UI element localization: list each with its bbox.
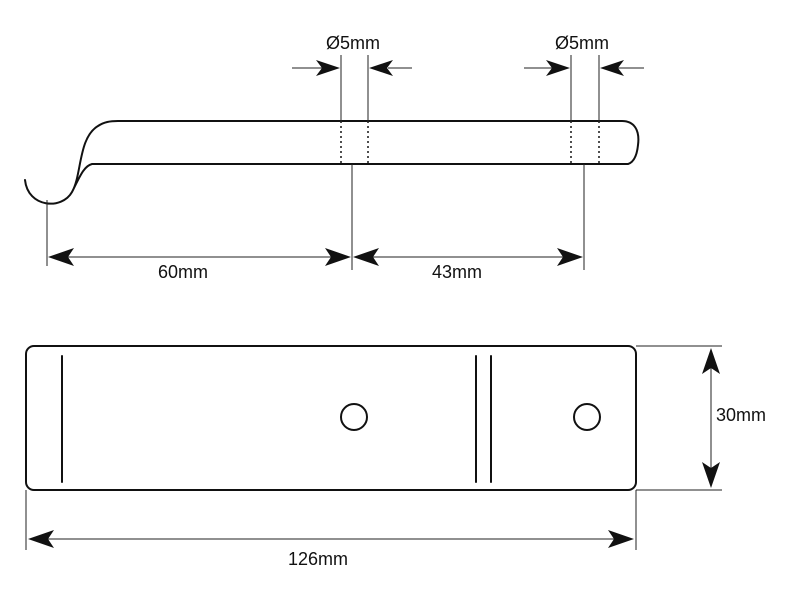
- dim-60-arrow-left: [48, 248, 74, 266]
- bracket-side-profile: [24, 120, 640, 205]
- hole-right-arrow-right: [600, 60, 624, 76]
- hole-left-arrow-left: [316, 60, 340, 76]
- hole-left-diameter-label: Ø5mm: [326, 33, 380, 53]
- dim-43-arrow-left: [353, 248, 379, 266]
- hole-left-arrow-right: [369, 60, 393, 76]
- width-arrow-bottom: [702, 462, 720, 488]
- width-label: 30mm: [716, 405, 766, 425]
- mounting-hole-right: [573, 403, 601, 431]
- length-arrow-left: [28, 530, 54, 548]
- hole-right-arrow-left: [546, 60, 570, 76]
- dim-60-arrow-right: [325, 248, 351, 266]
- length-arrow-right: [608, 530, 634, 548]
- width-arrow-top: [702, 348, 720, 374]
- dim-hook-to-hole-label: 60mm: [158, 262, 208, 282]
- dim-hole-to-hole-label: 43mm: [432, 262, 482, 282]
- hole-right-diameter-label: Ø5mm: [555, 33, 609, 53]
- length-label: 126mm: [288, 549, 348, 569]
- bracket-top-outline: [25, 345, 637, 491]
- side-view: Ø5mm Ø5mm 60mm 43mm: [24, 33, 644, 282]
- top-view: 30mm 126mm: [25, 345, 766, 569]
- mounting-hole-left: [340, 403, 368, 431]
- dim-43-arrow-right: [557, 248, 583, 266]
